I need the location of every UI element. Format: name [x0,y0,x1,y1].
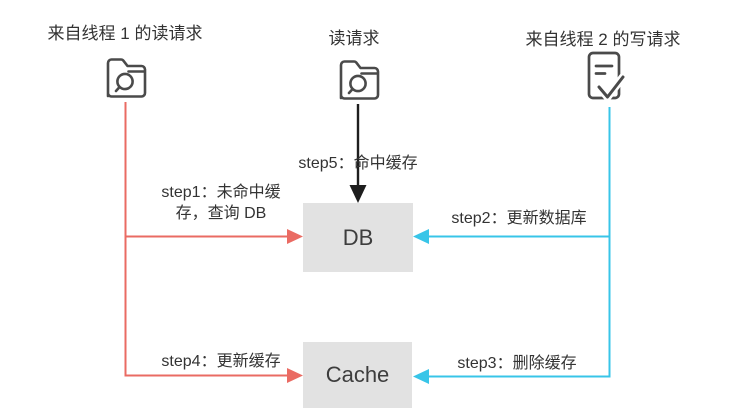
document-check-icon [587,51,627,101]
cache-node-label: Cache [325,362,390,387]
step3-label: step3：删除缓存 [457,355,577,372]
folder-search-icon [106,58,147,98]
actor-center-title: 读请求 [328,29,380,48]
arrow-step3-path [428,107,611,378]
actor-left-title: 来自线程 1 的读请求 [47,24,203,43]
step2-label: step2：更新数据库 [451,210,587,227]
folder-search-icon [339,60,380,100]
db-node: DB [303,203,413,272]
step1-label: step1：未命中缓存，查询 DB [161,184,281,223]
arrow-step4-path [124,102,288,377]
arrow-step4-head [287,368,303,383]
step5-label: step5：命中缓存 [298,155,418,172]
actor-right-title: 来自线程 2 的写请求 [525,30,681,49]
arrow-step5-head [349,185,367,203]
arrow-step2-head [413,229,429,244]
arrow-step3-head [413,369,429,384]
step4-label: step4：更新缓存 [161,353,281,370]
db-node-label: DB [342,224,374,250]
arrow-step1-head [287,229,303,244]
cache-node: Cache [303,342,412,408]
